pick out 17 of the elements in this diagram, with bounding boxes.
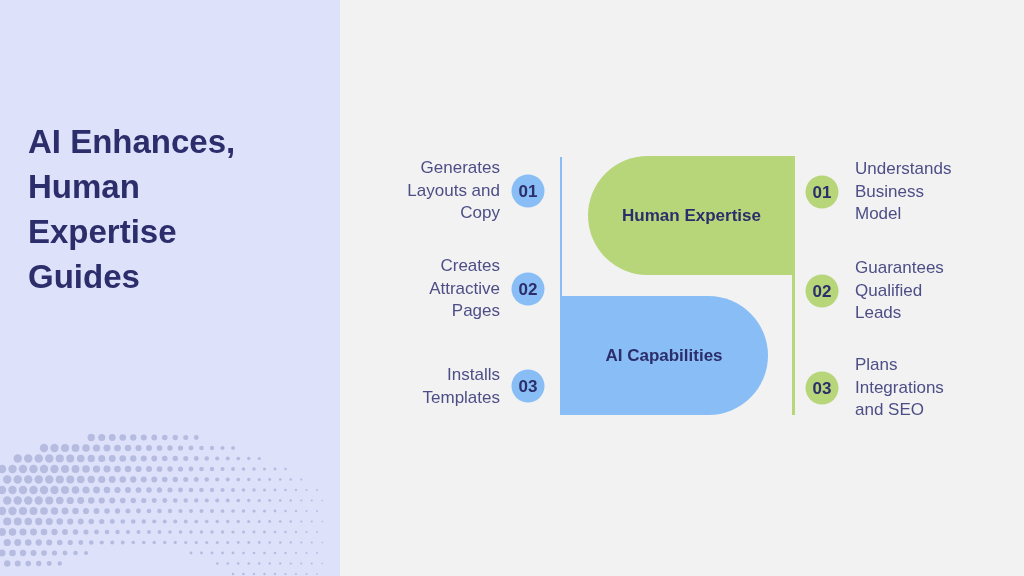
category-banner	[588, 156, 795, 275]
category-banner	[560, 296, 768, 415]
step-number: 02	[511, 272, 545, 306]
step-description: Installs Templates	[421, 363, 500, 408]
banner-label: Human Expertise	[622, 205, 761, 226]
step-number: 03	[805, 371, 839, 405]
step-description: Guarantees Qualified Leads	[855, 257, 945, 325]
step-number: 03	[511, 369, 545, 403]
step-number: 01	[805, 175, 839, 209]
step-number: 02	[805, 274, 839, 308]
diagram-title: AI Enhances, Human Expertise Guides	[28, 122, 237, 297]
step-description: Creates Attractive Pages	[428, 255, 500, 323]
step-description: Understands Business Model	[855, 158, 953, 226]
step-number: 01	[511, 174, 545, 208]
step-description: Generates Layouts and Copy	[406, 157, 500, 225]
step-description: Plans Integrations and SEO	[855, 354, 945, 422]
banner-label: AI Capabilities	[605, 345, 723, 366]
